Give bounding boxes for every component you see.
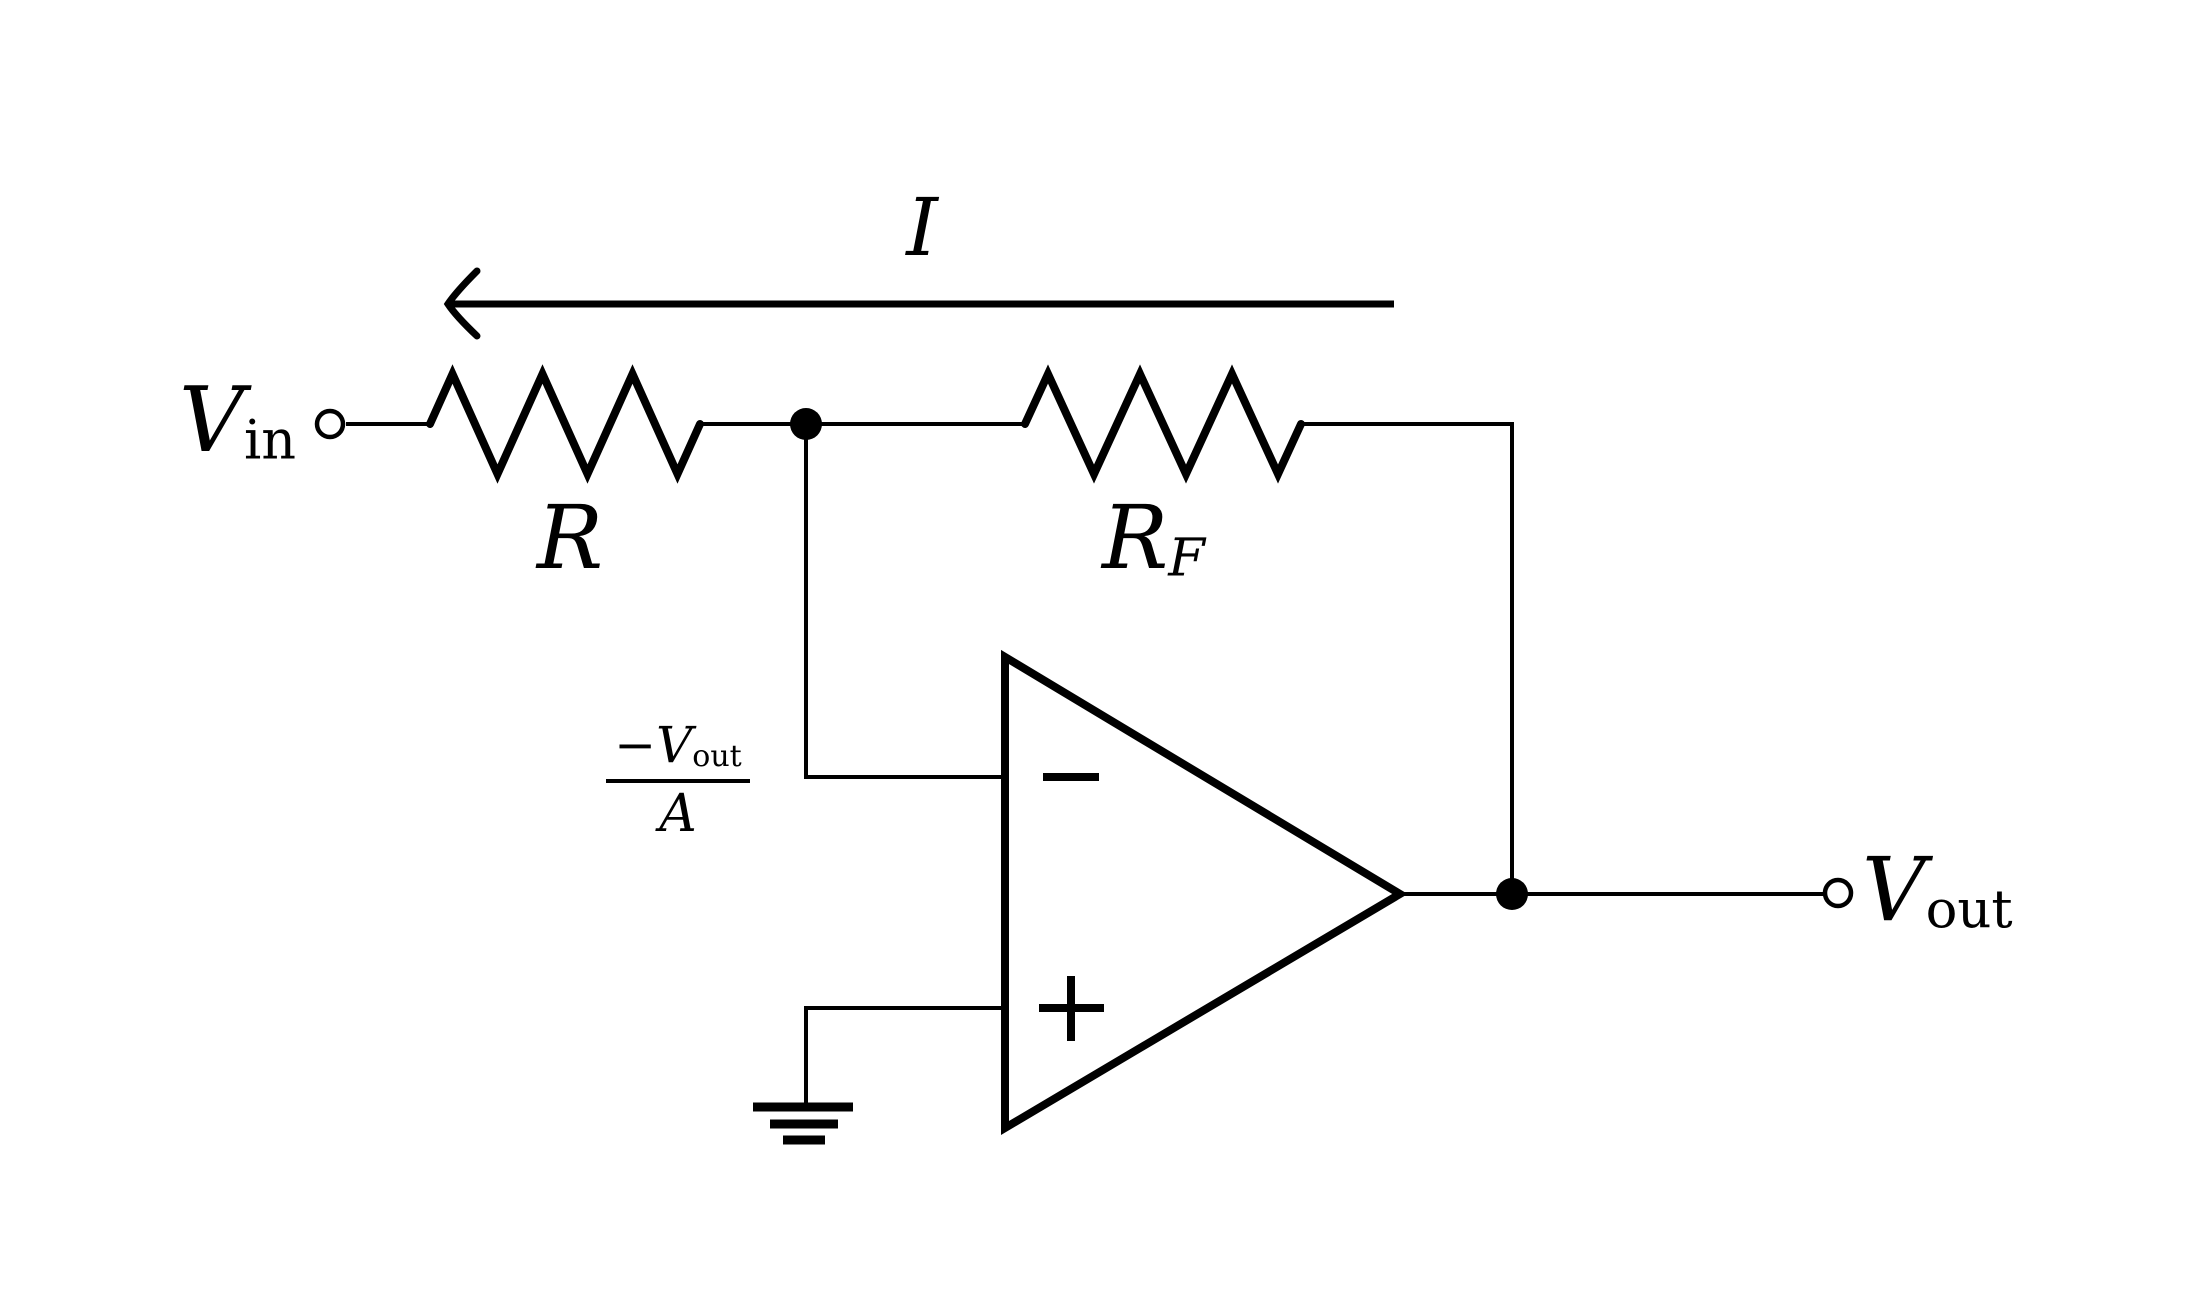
fraction-numerator-sub: out	[692, 739, 742, 775]
opamp-triangle-icon	[1001, 649, 1408, 1136]
vin-sub: in	[243, 408, 296, 472]
vout-label: Vout	[1862, 846, 2013, 937]
node-dot-output-junction	[1496, 878, 1528, 910]
plus-icon	[1039, 976, 1104, 1041]
rf-base: R	[1102, 486, 1169, 589]
wires	[346, 422, 1825, 1104]
fraction-numerator: −Vout	[606, 720, 750, 784]
resistor-r-label: R	[536, 486, 604, 589]
vout-terminal-icon	[1822, 877, 1854, 909]
current-label: I	[906, 181, 938, 274]
current-arrowhead-icon	[443, 267, 481, 340]
vin-label: Vin	[140, 376, 296, 468]
current-arrow	[443, 267, 1394, 340]
vout-sub: out	[1925, 879, 2013, 941]
wire-feedback	[1301, 422, 1514, 894]
fraction-denominator: A	[659, 784, 697, 845]
vin-terminal-icon	[314, 408, 346, 440]
rf-sub: F	[1168, 527, 1205, 589]
wire-noninverting-input-to-ground	[804, 1006, 1005, 1104]
fraction-numerator-base: −V	[614, 716, 693, 774]
resistor-rf-icon	[1021, 364, 1305, 484]
vin-base: V	[178, 368, 244, 473]
vout-base: V	[1862, 838, 1926, 941]
inverting-voltage-label: −Vout A	[583, 720, 773, 840]
resistor-r-icon	[426, 364, 704, 484]
node-dot-inverting-junction	[790, 408, 822, 440]
resistor-rf-label: RF	[1102, 494, 1205, 585]
ground-icon	[753, 1102, 853, 1145]
wire-node-to-inverting-input	[804, 424, 1005, 779]
